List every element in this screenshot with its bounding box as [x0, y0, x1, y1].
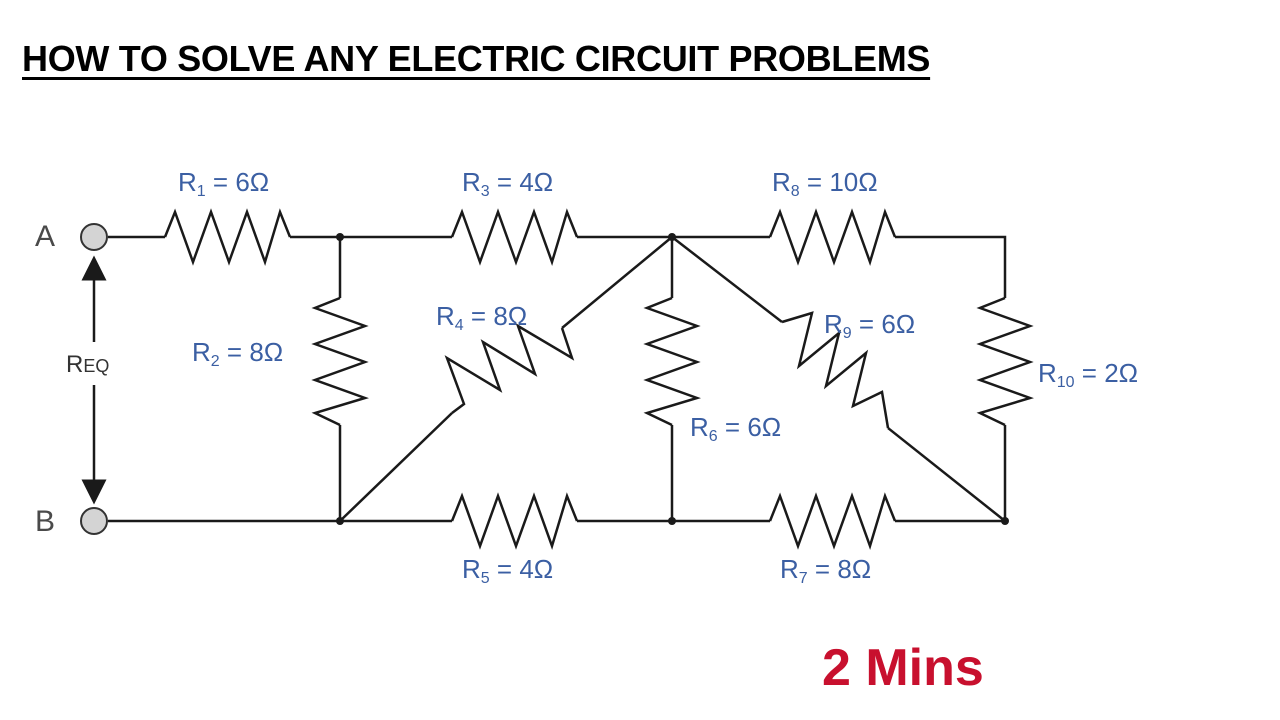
duration-badge: 2 Mins: [822, 639, 984, 697]
label-r3: R3 = 4Ω: [462, 167, 553, 200]
wire-r9-lower: [887, 427, 1006, 522]
resistor-r3: [450, 208, 579, 266]
junction-dot: [336, 517, 344, 525]
resistor-r9: [781, 311, 890, 429]
label-r4: R4 = 8Ω: [436, 301, 527, 334]
label-r2: R2 = 8Ω: [192, 337, 283, 370]
resistor-r4: [444, 323, 575, 414]
resistor-r6: [643, 296, 701, 427]
wire-top-3: [895, 235, 1007, 298]
junction-dot: [1001, 517, 1009, 525]
label-r8: R8 = 10Ω: [772, 167, 878, 200]
wire-r4-lower: [339, 412, 453, 522]
label-r5: R5 = 4Ω: [462, 554, 553, 587]
req-label: REQ: [66, 351, 109, 378]
junction-dot: [668, 233, 676, 241]
junction-dot: [668, 517, 676, 525]
label-r6: R6 = 6Ω: [690, 412, 781, 445]
junction-dot: [336, 233, 344, 241]
label-r10: R10 = 2Ω: [1038, 358, 1138, 391]
page-title: HOW TO SOLVE ANY ELECTRIC CIRCUIT PROBLE…: [22, 38, 931, 79]
resistor-r5: [450, 492, 579, 550]
terminal-a-node: [80, 223, 108, 251]
resistor-r1: [163, 208, 292, 266]
wire-r4-upper: [561, 236, 673, 329]
resistor-r2: [311, 296, 369, 427]
label-r7: R7 = 8Ω: [780, 554, 871, 587]
terminal-a-label: A: [35, 220, 55, 253]
terminal-b-label: B: [35, 505, 55, 538]
terminal-b-node: [80, 507, 108, 535]
label-r9: R9 = 6Ω: [824, 309, 915, 342]
resistor-r7: [768, 492, 897, 550]
wire-r9-upper: [671, 236, 783, 323]
resistor-r10: [976, 296, 1034, 427]
resistor-r8: [768, 208, 897, 266]
label-r1: R1 = 6Ω: [178, 167, 269, 200]
